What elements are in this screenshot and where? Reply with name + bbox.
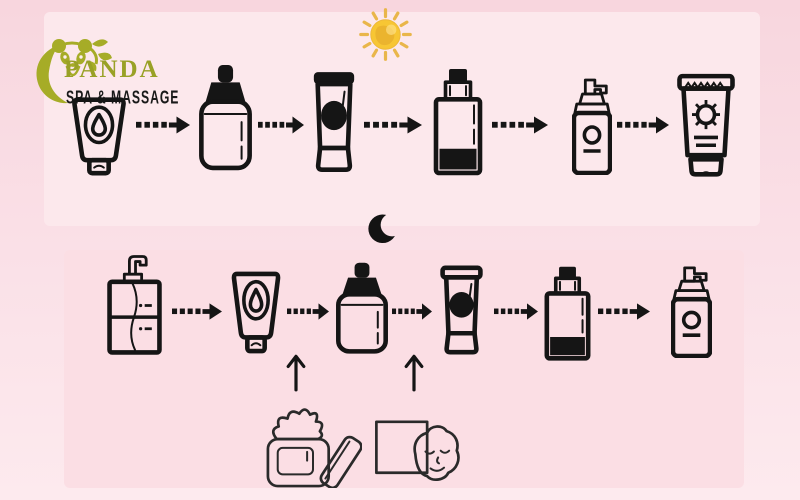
dashed-arrow-icon: [136, 116, 190, 134]
night-routine-panel: [64, 250, 744, 488]
cleanser-tube-icon: [70, 96, 128, 176]
sheet-mask-icon: [375, 420, 460, 481]
dashed-arrow-icon: [492, 116, 548, 134]
mist-pump-bottle-icon: [671, 266, 712, 358]
cleanser-tube-icon: [230, 270, 282, 354]
serum-dropper-bottle-icon: [199, 63, 252, 171]
day-routine-panel: [44, 12, 760, 226]
brand-name: PANDA: [64, 56, 160, 83]
panda-leaf-logo-icon: [36, 39, 112, 104]
dashed-arrow-icon: [172, 303, 222, 320]
dashed-arrow-icon: [287, 303, 329, 320]
dashed-arrow-icon: [494, 303, 538, 320]
cream-tube-icon: [439, 265, 484, 356]
dashed-arrow-icon: [598, 303, 650, 320]
cream-jar-icon: [266, 408, 362, 488]
dashed-arrow-icon: [617, 116, 669, 134]
insert-up-arrow-icon: [286, 354, 306, 392]
moon-icon: [368, 214, 397, 244]
insert-up-arrow-icon: [404, 354, 424, 392]
cream-tube-icon: [310, 70, 358, 174]
brand-tagline: SPA & MASSAGE: [66, 86, 180, 108]
mist-pump-bottle-icon: [572, 78, 612, 175]
dashed-arrow-icon: [392, 303, 432, 320]
serum-dropper-bottle-icon: [336, 261, 388, 354]
sunscreen-tube-icon: [677, 73, 735, 178]
toner-bottle-icon: [544, 265, 591, 361]
sun-icon: [359, 8, 412, 61]
dashed-arrow-icon: [258, 116, 304, 134]
dashed-arrow-icon: [364, 116, 422, 134]
cleansing-oil-pump-bottle-icon: [107, 254, 162, 355]
toner-bottle-icon: [433, 67, 483, 176]
